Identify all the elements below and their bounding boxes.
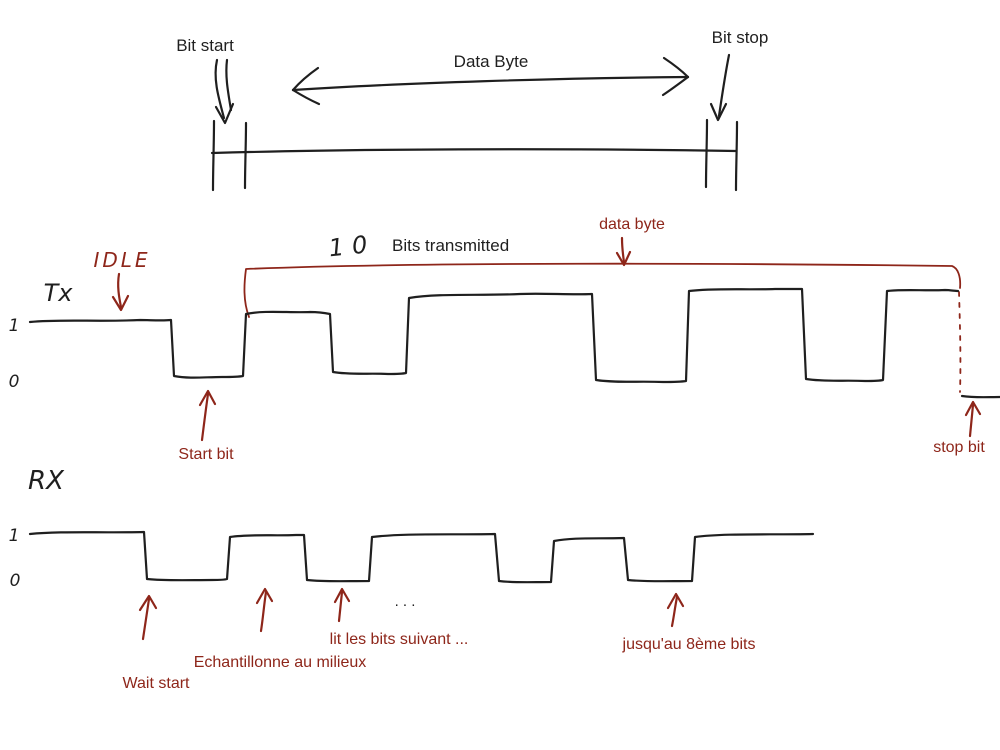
start-bit-label: Start bit xyxy=(178,446,234,463)
tx-signal-label: Tx xyxy=(44,279,74,307)
start-bit-arrow xyxy=(198,389,217,442)
top-ruler: Bit start Data Byte Bit stop xyxy=(176,28,769,192)
data-byte-overline xyxy=(243,262,962,318)
rx-level-high-label: 1 xyxy=(9,526,20,546)
read-next-arrow xyxy=(333,587,351,623)
rx-waveform xyxy=(28,530,815,584)
bit-stop-arrow xyxy=(709,53,731,122)
sample-middle-label: Echantillonne au milieux xyxy=(194,654,367,671)
ruler-tick-stop-right xyxy=(734,120,739,192)
bit-start-arrow xyxy=(214,58,235,125)
stop-bit-arrow xyxy=(964,400,982,438)
data-byte-arrow xyxy=(615,236,632,267)
stop-bit-label: stop bit xyxy=(933,439,985,456)
data-byte-span-label: Data Byte xyxy=(454,52,529,71)
until-8th-arrow xyxy=(666,592,685,628)
bit-start-label: Bit start xyxy=(176,36,234,55)
sample-middle-arrow xyxy=(255,587,274,633)
ellipsis-label: . . . xyxy=(395,593,416,610)
tx-section: IDLE Tx 1 0 10 Bits transmitted data byt… xyxy=(9,216,1000,463)
ruler-baseline xyxy=(210,148,738,155)
until-8th-label: jusqu'au 8ème bits xyxy=(622,636,756,653)
bit-stop-label: Bit stop xyxy=(712,28,769,47)
tx-level-low-label: 0 xyxy=(9,372,20,392)
idle-arrow xyxy=(111,272,130,312)
tx-level-high-label: 1 xyxy=(9,316,20,336)
read-next-label: lit les bits suivant ... xyxy=(330,631,469,648)
rx-section: RX 1 0 Wait start Echantillonne au milie… xyxy=(9,466,815,692)
ruler-tick-stop-left xyxy=(704,118,709,189)
ruler-tick-start-left xyxy=(211,119,216,192)
stop-bit-low-segment xyxy=(960,394,1000,399)
rx-level-low-label: 0 xyxy=(10,571,21,591)
rx-signal-label: RX xyxy=(28,466,65,496)
data-byte-annotation: data byte xyxy=(599,216,665,233)
bits-count-label: 10 xyxy=(327,230,376,263)
ruler-tick-start-right xyxy=(243,121,248,190)
bits-transmitted-label: Bits transmitted xyxy=(392,236,509,255)
data-byte-span-arrow xyxy=(291,56,690,106)
wait-start-arrow xyxy=(138,594,158,641)
wait-start-label: Wait start xyxy=(123,675,191,692)
stop-bit-dashed-edge xyxy=(958,291,962,393)
tx-waveform xyxy=(28,287,960,384)
idle-label: IDLE xyxy=(93,248,150,272)
